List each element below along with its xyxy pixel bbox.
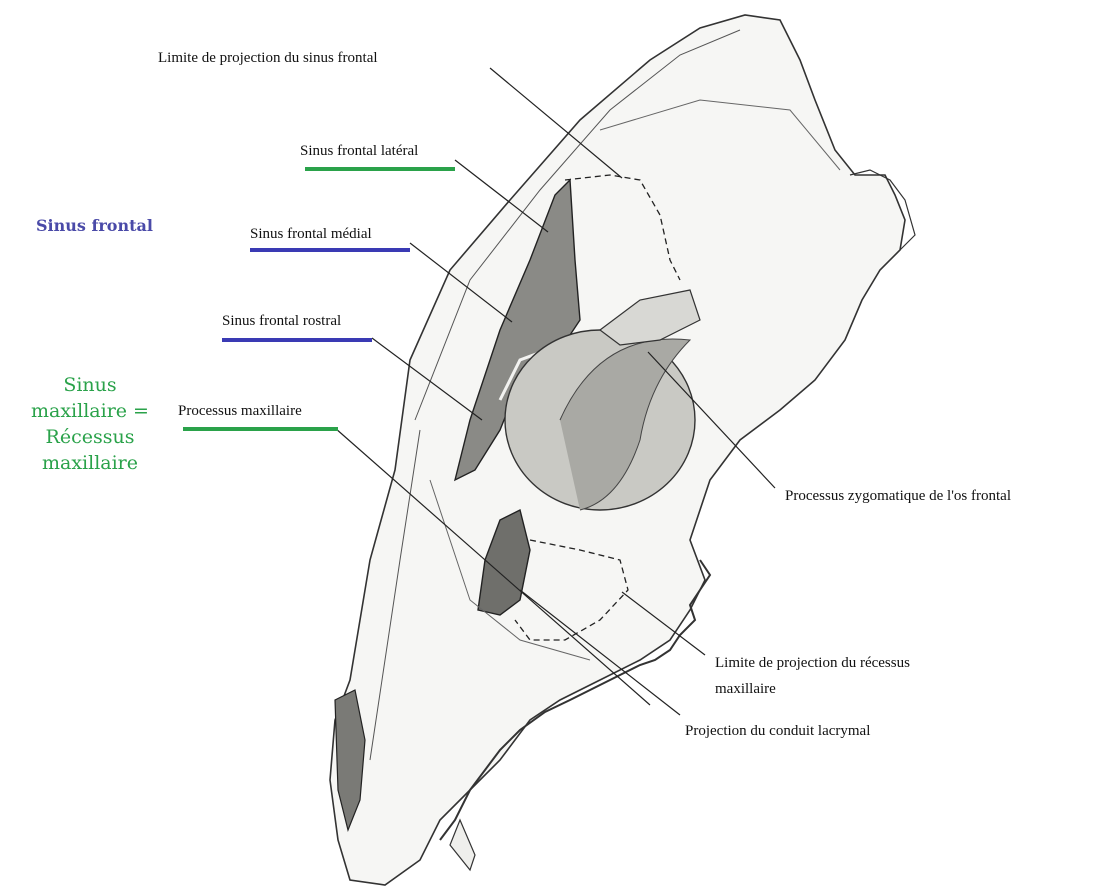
leader-processus-maxillaire — [335, 428, 650, 705]
group-max-line-4: maxillaire — [6, 450, 174, 476]
underline-sinus-frontal-rostral — [222, 338, 372, 342]
label-sinus-frontal-lateral: Sinus frontal latéral — [300, 142, 418, 160]
group-max-line-1: Sinus — [6, 372, 174, 398]
leader-limite-sinus-frontal — [490, 68, 622, 178]
leader-limite-recessus — [622, 592, 705, 655]
underline-sinus-frontal-medial — [250, 248, 410, 252]
group-sinus-maxillaire: Sinus maxillaire = Récessus maxillaire — [6, 372, 174, 476]
label-limite-recessus-line2: maxillaire — [715, 680, 776, 698]
label-processus-maxillaire: Processus maxillaire — [178, 402, 302, 420]
leader-sinus-frontal-medial — [410, 243, 512, 322]
label-sinus-frontal-rostral: Sinus frontal rostral — [222, 312, 341, 330]
label-processus-zygomatique: Processus zygomatique de l'os frontal — [785, 487, 1011, 505]
leader-sinus-frontal-lateral — [455, 160, 548, 232]
underline-sinus-frontal-lateral — [305, 167, 455, 171]
group-sinus-frontal: Sinus frontal — [36, 216, 153, 235]
group-max-line-3: Récessus — [6, 424, 174, 450]
leader-sinus-frontal-rostral — [372, 338, 482, 420]
underline-processus-maxillaire — [183, 427, 338, 431]
label-sinus-frontal-medial: Sinus frontal médial — [250, 225, 372, 243]
label-limite-recessus-line1: Limite de projection du récessus — [715, 654, 910, 672]
leader-processus-zygomatique — [648, 352, 775, 488]
group-max-line-2: maxillaire = — [6, 398, 174, 424]
label-projection-conduit: Projection du conduit lacrymal — [685, 722, 870, 740]
leader-conduit-lacrymal — [520, 590, 680, 715]
label-limite-sinus-frontal: Limite de projection du sinus frontal — [158, 49, 378, 67]
